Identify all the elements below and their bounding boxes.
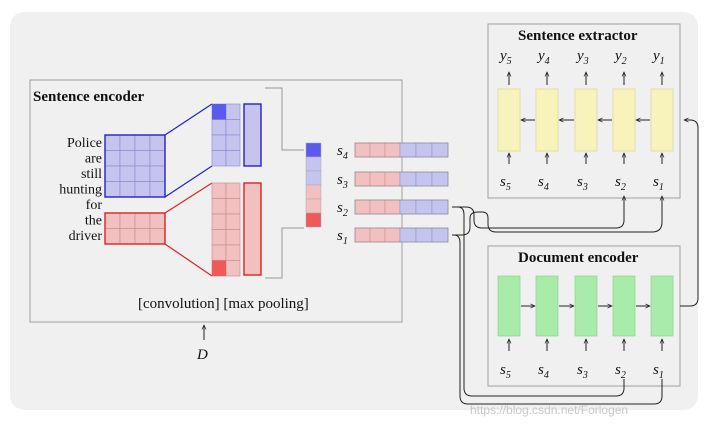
watermark-text: https://blog.csdn.net/Forlogen bbox=[470, 403, 628, 417]
extractor-output-2: y3 bbox=[575, 48, 589, 67]
extractor-input-1: s4 bbox=[538, 174, 549, 193]
blue-pooling-column bbox=[243, 103, 262, 167]
sentence-vector-2 bbox=[354, 199, 449, 215]
s2-to-extractor-connector bbox=[452, 196, 624, 229]
extractor-output-4: y1 bbox=[651, 48, 665, 67]
docenc-to-extractor-connector bbox=[680, 120, 699, 307]
red-pool-connector bbox=[265, 227, 304, 279]
docenc-cell-1 bbox=[535, 275, 559, 337]
extractor-input-3: s2 bbox=[615, 174, 626, 193]
pooled-sentence-vector bbox=[305, 142, 322, 228]
red-conv-line-top bbox=[164, 182, 213, 214]
extractor-input-0: s5 bbox=[500, 174, 511, 193]
pooled-cell-0 bbox=[305, 142, 322, 158]
s2-to-docenc-connector bbox=[452, 206, 625, 397]
docenc-cell-0 bbox=[497, 275, 521, 337]
docenc-input-0: s5 bbox=[500, 362, 511, 381]
pooled-cell-2 bbox=[305, 170, 322, 186]
blue-pool-connector bbox=[265, 87, 304, 151]
red-word-matrix bbox=[104, 212, 166, 245]
sentence-representations: s4 s3 s2 s1 bbox=[337, 142, 449, 247]
blue-conv-line-top bbox=[164, 103, 213, 136]
docenc-input-2: s3 bbox=[577, 362, 588, 381]
extractor-cell-3 bbox=[612, 88, 636, 152]
extractor-output-1: y4 bbox=[536, 48, 550, 67]
red-max-cell bbox=[212, 260, 226, 276]
sentence-extractor-title: Sentence extractor bbox=[518, 28, 638, 44]
blue-feature-map bbox=[211, 103, 241, 167]
d-input-label: D bbox=[196, 347, 208, 363]
blue-conv-line-bottom bbox=[164, 165, 213, 198]
s1-to-extractor-connector bbox=[452, 196, 662, 236]
extractor-cell-1 bbox=[535, 88, 559, 152]
docenc-input-1: s4 bbox=[538, 362, 549, 381]
document-encoder-rnn-cells: s5 s4 s3 s2 s1 bbox=[497, 275, 674, 381]
red-feature-cells bbox=[211, 182, 241, 277]
red-pooling-column bbox=[243, 182, 262, 276]
extractor-cell-2 bbox=[574, 88, 598, 152]
operations-label: [convolution] [max pooling] bbox=[138, 296, 309, 312]
word-0: Police bbox=[67, 136, 102, 151]
sentence-vector-1 bbox=[354, 171, 449, 187]
extractor-cell-4 bbox=[650, 88, 674, 152]
s1-to-docenc-connector bbox=[452, 234, 663, 405]
sentence-vector-0 bbox=[354, 142, 449, 158]
docenc-cell-4 bbox=[650, 275, 674, 337]
docenc-cell-2 bbox=[574, 275, 598, 337]
extractor-rnn-cells: y5 y4 y3 y2 y1 s5 s4 s3 s2 s1 bbox=[497, 48, 674, 193]
sentence-vector-3 bbox=[354, 227, 449, 243]
red-conv-line-bottom bbox=[164, 243, 213, 277]
word-3: hunting bbox=[59, 183, 102, 198]
word-5: the bbox=[85, 214, 102, 229]
document-encoder-title: Document encoder bbox=[518, 250, 639, 266]
word-2: still bbox=[81, 167, 102, 182]
extractor-output-3: y2 bbox=[613, 48, 627, 67]
docenc-input-4: s1 bbox=[653, 362, 664, 381]
blue-max-cell bbox=[212, 104, 226, 120]
extractor-cell-0 bbox=[497, 88, 521, 152]
pooled-cell-5 bbox=[305, 212, 322, 228]
sentence-rep-label-2: s2 bbox=[337, 200, 348, 219]
blue-matrix-cells bbox=[104, 134, 166, 198]
sentence-rep-label-3: s1 bbox=[337, 228, 348, 247]
red-matrix-cells bbox=[104, 212, 166, 245]
extractor-input-2: s3 bbox=[577, 174, 588, 193]
extractor-output-0: y5 bbox=[498, 48, 512, 67]
docenc-input-3: s2 bbox=[615, 362, 626, 381]
sentence-rep-label-1: s3 bbox=[337, 172, 348, 191]
pooled-cell-3 bbox=[305, 184, 322, 200]
pooled-cell-4 bbox=[305, 198, 322, 214]
red-feature-map bbox=[211, 182, 241, 277]
extractor-input-4: s1 bbox=[653, 174, 664, 193]
sentence-encoder-title: Sentence encoder bbox=[33, 89, 145, 105]
docenc-cell-3 bbox=[612, 275, 636, 337]
pooled-cell-1 bbox=[305, 156, 322, 172]
word-1: are bbox=[85, 152, 102, 167]
sentence-rep-label-0: s4 bbox=[337, 143, 348, 162]
word-4: for bbox=[86, 198, 103, 213]
blue-word-matrix bbox=[104, 134, 166, 198]
word-6: driver bbox=[69, 229, 103, 244]
